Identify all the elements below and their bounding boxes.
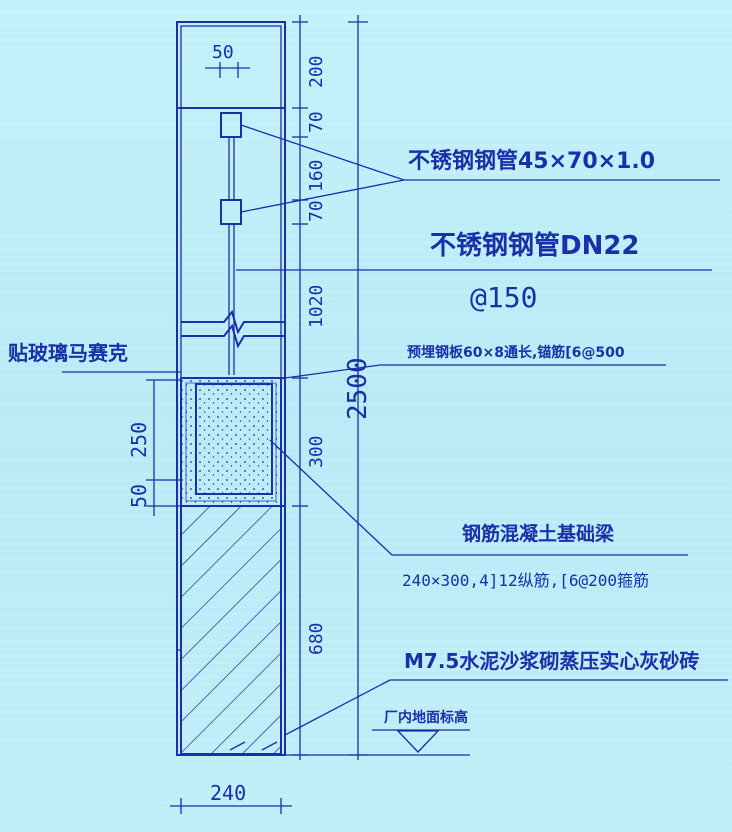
label-embedded-plate: 预埋钢板60×8通长,锚筋[6@500	[407, 344, 625, 361]
dim-70b: 70	[306, 200, 327, 222]
pipe-block-lower	[220, 199, 242, 225]
dim-top-width: 50	[212, 42, 234, 63]
label-brick: M7.5水泥沙浆砌蒸压实心灰砂砖	[404, 649, 699, 673]
dim-70a: 70	[306, 111, 327, 133]
label-pipe-small: 不锈钢钢管DN22	[430, 231, 640, 261]
dim-680: 680	[306, 622, 327, 655]
dim-300: 300	[306, 435, 327, 468]
dim-250: 250	[127, 422, 151, 458]
beam-stirrup	[195, 383, 273, 495]
floor-tick-1	[229, 741, 246, 751]
label-pipe-large: 不锈钢钢管45×70×1.0	[408, 148, 655, 174]
leader-pipe-large-a	[240, 124, 405, 181]
label-floor-level: 厂内地面标高	[384, 709, 468, 726]
pipe-block-upper	[220, 112, 242, 138]
break-line-lower	[181, 323, 285, 349]
break-line-upper	[181, 309, 285, 335]
label-glass-mosaic: 贴玻璃马赛克	[8, 341, 128, 365]
brick-wall	[180, 505, 282, 755]
label-beam-title: 钢筋混凝土基础梁	[462, 522, 615, 545]
dim-bottom-width: 240	[210, 781, 246, 805]
level-triangle	[396, 730, 440, 753]
label-pipe-spacing: @150	[470, 281, 537, 314]
dim-50: 50	[127, 484, 151, 508]
leader-pipe-large-b	[240, 179, 405, 213]
floor-tick-2	[261, 741, 278, 751]
label-beam-spec: 240×300,4]12纵筋,[6@200箍筋	[402, 571, 649, 590]
leader-plate-a	[284, 364, 381, 379]
leader-brick-a	[284, 679, 391, 736]
dim-160: 160	[306, 159, 327, 192]
leader-beam-a	[269, 439, 393, 556]
dim-200: 200	[306, 55, 327, 88]
dim-1020: 1020	[306, 285, 327, 328]
